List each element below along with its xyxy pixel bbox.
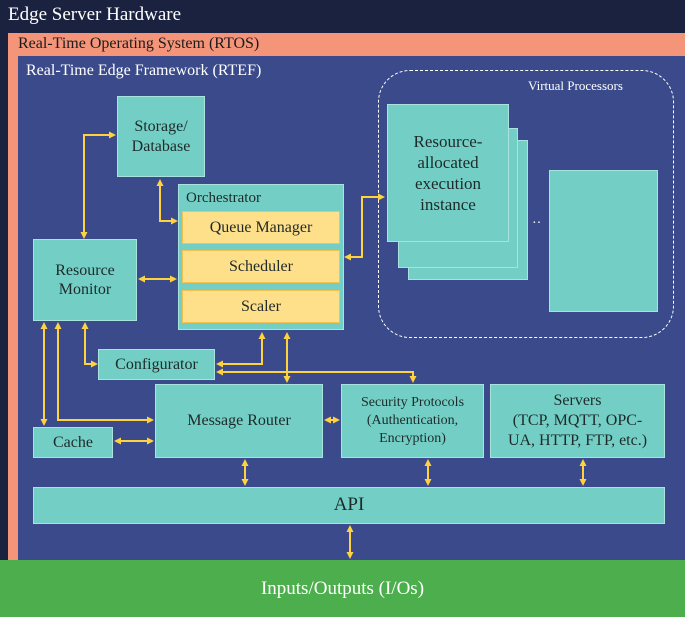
- security-line-3: Encryption): [379, 431, 446, 447]
- servers-box: Servers (TCP, MQTT, OPC- UA, HTTP, FTP, …: [490, 384, 665, 458]
- instance-line-4: instance: [420, 195, 476, 215]
- storage-line-1: Storage/: [134, 118, 188, 136]
- orchestrator-label: Orchestrator: [186, 190, 261, 206]
- instance-line-1: Resource-: [413, 131, 483, 151]
- execution-instance-box: Resource- allocated execution instance: [387, 104, 509, 242]
- security-line-1: Security Protocols: [360, 394, 465, 410]
- arrow-orchestrator-instances: [344, 193, 385, 261]
- resource-monitor-box: Resource Monitor: [33, 239, 137, 321]
- arrow-storage-orchestrator: [156, 179, 178, 225]
- servers-line-2: (TCP, MQTT, OPC-: [512, 412, 643, 429]
- cache-box: Cache: [33, 427, 113, 458]
- virtual-processors-label: Virtual Processors: [528, 78, 623, 93]
- arrow-monitor-storage: [80, 131, 116, 239]
- queue-manager-box: Queue Manager: [182, 211, 340, 244]
- api-box: API: [33, 487, 665, 524]
- inputs-outputs-bar: Inputs/Outputs (I/Os): [0, 560, 685, 617]
- scaler-box: Scaler: [182, 290, 340, 323]
- servers-line-1: Servers: [553, 392, 602, 409]
- edge-server-hardware-label: Edge Server Hardware: [8, 4, 182, 25]
- instance-line-3: execution: [414, 174, 482, 193]
- scheduler-box: Scheduler: [182, 250, 340, 283]
- security-line-2: (Authentication,: [366, 412, 459, 428]
- storage-line-2: Database: [131, 137, 191, 155]
- rtos-label: Real-Time Operating System (RTOS): [18, 35, 260, 52]
- arrow-monitor-router: [54, 322, 154, 424]
- servers-line-3: UA, HTTP, FTP, etc.): [507, 432, 648, 449]
- resource-monitor-line-2: Monitor: [58, 281, 112, 298]
- instance-ellipsis: ··: [532, 216, 542, 231]
- arrow-configurator-security: [216, 368, 417, 383]
- security-protocols-box: Security Protocols (Authentication, Encr…: [341, 384, 484, 458]
- storage-database-box: Storage/ Database: [117, 96, 205, 177]
- instance-line-2: allocated: [417, 152, 479, 172]
- arrow-monitor-configurator: [81, 322, 98, 368]
- resource-monitor-line-1: Resource: [55, 261, 115, 279]
- arrow-configurator-orchestrator: [216, 332, 266, 368]
- message-router-box: Message Router: [155, 384, 323, 458]
- rtef-label: Real-Time Edge Framework (RTEF): [26, 62, 262, 79]
- execution-instance-box-n: [549, 170, 658, 312]
